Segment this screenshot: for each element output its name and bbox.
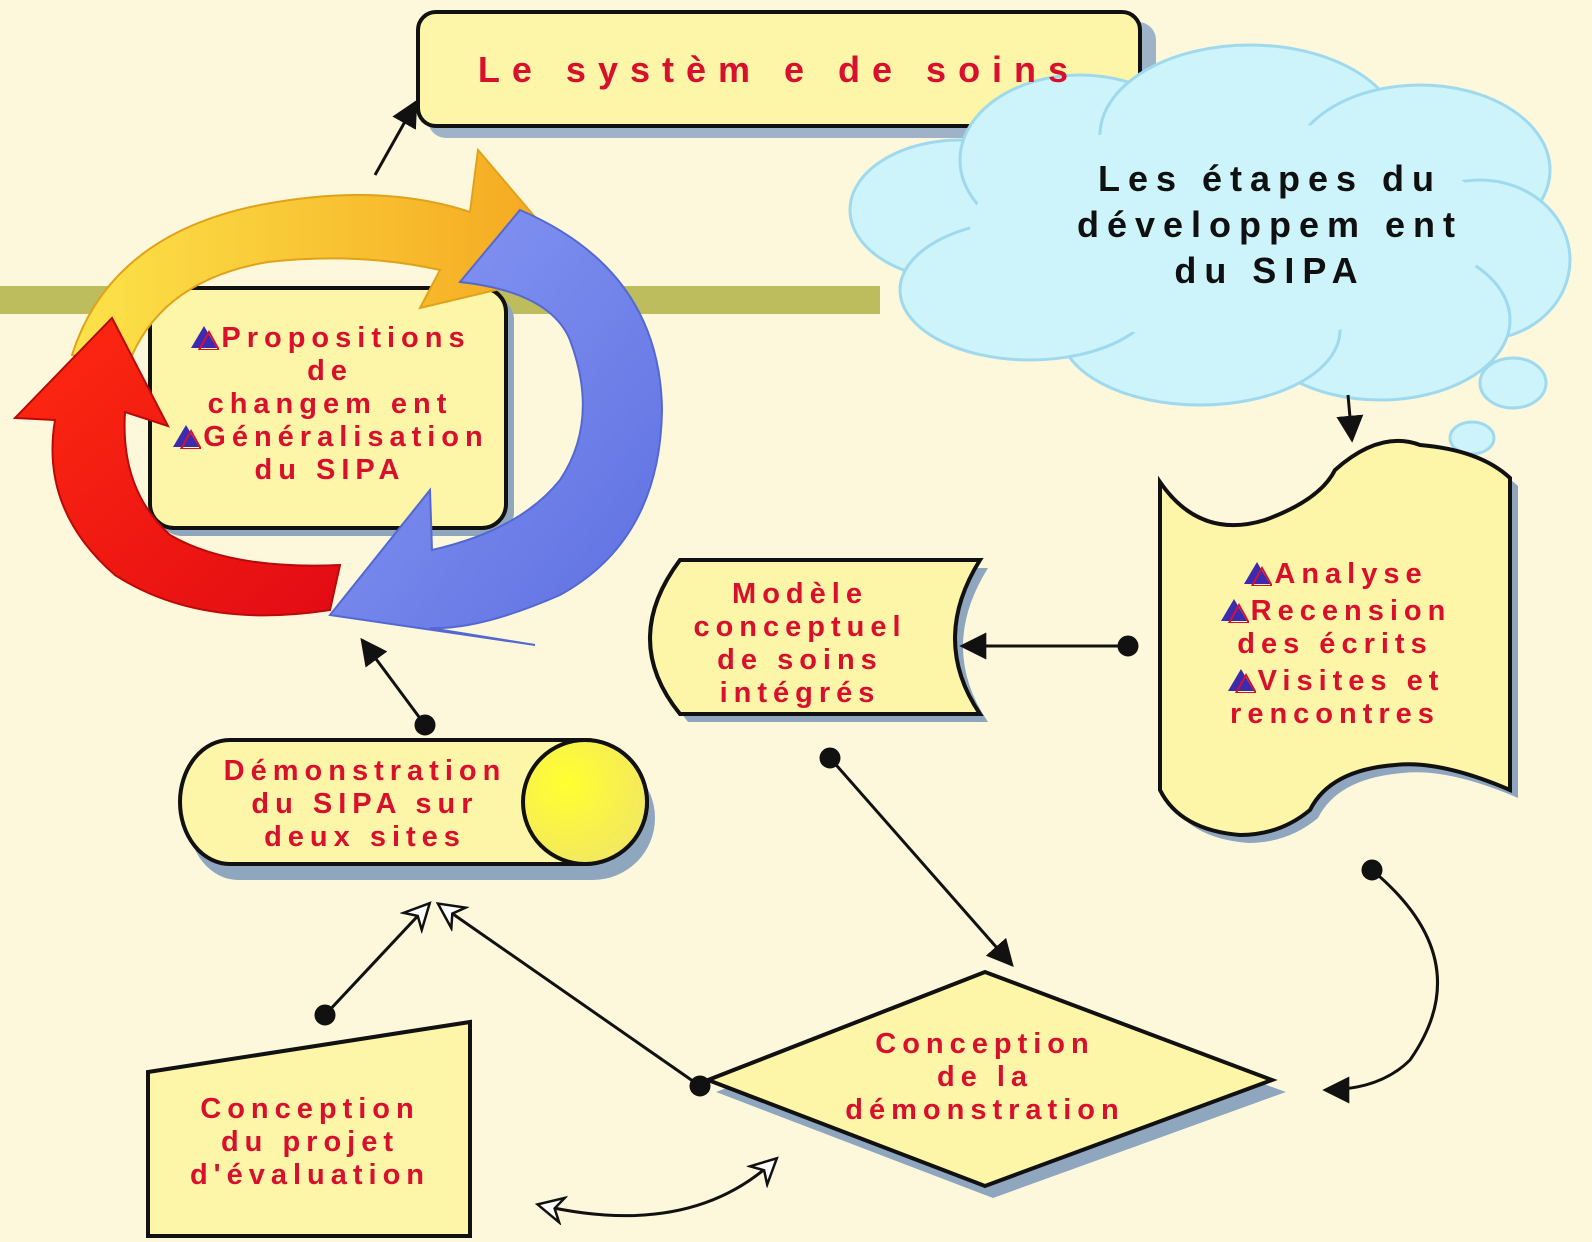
demonstration-line: Démonstration (223, 755, 507, 787)
propositions-box (148, 286, 514, 536)
bullet-text: Analyse (1274, 558, 1428, 590)
bullet-text: Recension (1250, 595, 1452, 627)
conception-demo-line: démonstration (845, 1094, 1125, 1126)
bullet-text: Propositions (221, 322, 471, 354)
modele-line: conceptuel (693, 611, 907, 643)
conception-projet-line: du projet (220, 1126, 400, 1158)
bullet-text: changem ent (207, 388, 453, 420)
analyse-scroll-shape (1158, 438, 1518, 843)
cycle-arrow-blue (328, 208, 664, 646)
conception-demo-label: Conception de la démonstration (820, 1028, 1150, 1127)
conception-demo-line: de la (936, 1061, 1034, 1093)
arrow-cylinder-to-cycle (360, 637, 427, 726)
bullet-text: du SIPA (254, 454, 406, 486)
cycle-arrow-yellow (70, 147, 582, 367)
conception-demo-diamond (702, 969, 1286, 1198)
cycle-arrow-red (12, 316, 342, 617)
arrow-scroll-to-diamond (1322, 868, 1439, 1104)
bullet-text: Visites et (1257, 665, 1445, 697)
bullet-text: Généralisation (203, 421, 489, 453)
title-box (416, 10, 1156, 138)
cloud-line: développem ent (1076, 204, 1464, 245)
analyse-label: Analyse Recension des écrits Visites et … (1185, 558, 1485, 731)
connectors (314, 99, 1439, 1216)
conception-projet-label: Conception du projet d'évaluation (160, 1093, 460, 1192)
demonstration-line: deux sites (264, 821, 466, 853)
cloud-line: Les étapes du (1097, 158, 1443, 199)
conception-projet-line: Conception (200, 1093, 420, 1125)
bullet-triangle-icon (173, 425, 202, 449)
modele-line: Modèle (732, 578, 868, 610)
modele-label: Modèle conceptuel de soins intégrés (660, 578, 940, 710)
arrow-cycle-to-title (373, 99, 418, 176)
cloud-shape (848, 43, 1572, 456)
bullet-text: rencontres (1230, 698, 1440, 730)
arrow-cloud-to-scroll (1336, 394, 1364, 443)
cloud-line: du SIPA (1174, 250, 1366, 291)
bullet-item: Recension (1185, 595, 1485, 628)
bullet-item: Visites et (1185, 665, 1485, 698)
demonstration-label: Démonstration du SIPA sur deux sites (200, 755, 530, 854)
bullet-text: de (307, 355, 353, 387)
bullet-item: Généralisation (170, 421, 490, 454)
arrow-double-curved (540, 1160, 775, 1216)
modele-line: de soins (717, 644, 883, 676)
bullet-triangle-icon (1244, 562, 1273, 586)
bullet-item: Analyse (1185, 558, 1485, 591)
conception-projet-shape (146, 1019, 472, 1238)
title-label: Le systèm e de soins (477, 49, 1081, 90)
conception-projet-line: d'évaluation (189, 1159, 431, 1191)
modele-shape (648, 558, 988, 722)
modele-line: intégrés (719, 677, 881, 709)
bullet-triangle-icon (1220, 599, 1249, 623)
demonstration-line: du SIPA sur (251, 788, 479, 820)
arrow-diamond-to-cylinder (440, 905, 701, 1088)
bullet-item: Propositions (170, 322, 490, 355)
bullet-triangle-icon (191, 326, 220, 350)
cycle-arrows (12, 147, 664, 646)
arrow-projet-to-cylinder (323, 905, 428, 1017)
demonstration-cylinder (178, 738, 655, 880)
conception-demo-line: Conception (875, 1028, 1095, 1060)
propositions-label: Propositions de changem ent Généralisati… (170, 322, 490, 487)
bullet-text: des écrits (1237, 628, 1433, 660)
cloud-label: Les étapes du développem ent du SIPA (1010, 156, 1530, 294)
bullet-triangle-icon (1227, 669, 1256, 693)
arrow-modele-to-diamond (828, 757, 1014, 968)
